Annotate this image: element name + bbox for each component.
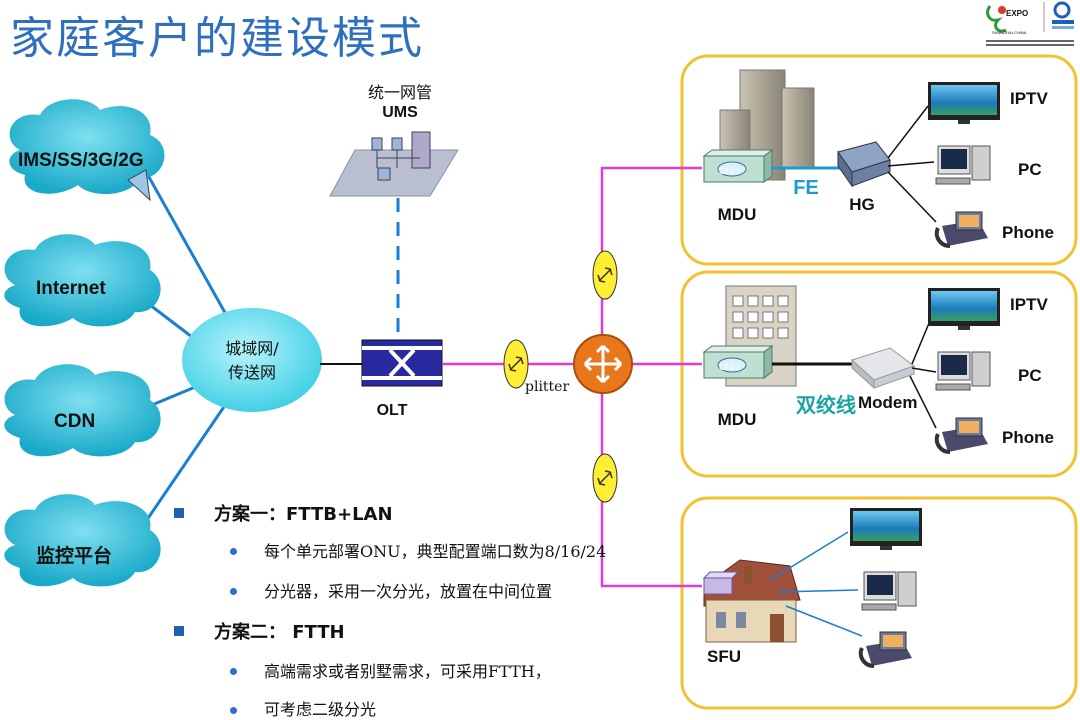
- splitter-label: plitter: [525, 379, 569, 395]
- cloud-label-cdn: CDN: [54, 411, 95, 432]
- splitter-icon: [573, 334, 633, 394]
- cloud-label-monitor: 监控平台: [36, 544, 112, 567]
- phone-label: Phone: [1002, 428, 1054, 447]
- plan-heading: 方案一：FTTB+LAN: [214, 504, 393, 525]
- pc-label: PC: [1018, 366, 1042, 385]
- sfu-label: SFU: [707, 647, 741, 666]
- iptv-label: IPTV: [1010, 295, 1048, 314]
- phone-label: Phone: [1002, 223, 1054, 242]
- modem-icon: [851, 347, 916, 390]
- tv-icon: [850, 508, 922, 550]
- bullet-dot-icon: [230, 668, 237, 675]
- fiber-marker-icon: [503, 339, 529, 389]
- fiber-marker-icon: [592, 250, 618, 300]
- bullet-dot-icon: [230, 548, 237, 555]
- twisted-pair-label: 双绞线: [796, 393, 856, 417]
- plan-item: 每个单元部署ONU，典型配置端口数为8/16/24: [264, 542, 607, 561]
- plan-item: 分光器，采用一次分光，放置在中间位置: [264, 582, 553, 601]
- cloud-label-ims: IMS/SS/3G/2G: [18, 150, 144, 171]
- plan-item: 可考虑二级分光: [264, 700, 377, 719]
- bullet-square-icon: [174, 508, 184, 518]
- ums-label-2: UMS: [382, 104, 418, 121]
- metro-network: 城域网/ 传送网: [182, 308, 322, 412]
- fiber-marker-icon: [592, 453, 618, 503]
- bullet-square-icon: [174, 626, 184, 636]
- home-gateway-icon: [837, 141, 891, 188]
- fiber-links: [442, 166, 702, 588]
- cloud-internet: Internet: [4, 234, 161, 327]
- onu-label: ONU: [719, 362, 739, 372]
- page-title: 家庭客户的建设模式: [10, 13, 424, 64]
- ums-label-1: 统一网管: [368, 83, 432, 102]
- bullet-dot-icon: [230, 707, 237, 714]
- modem-label: Modem: [858, 393, 918, 412]
- mdu-label: MDU: [718, 205, 757, 224]
- onu-device-icon: [702, 571, 740, 595]
- expo-logo: EXPO SHANGHAI CHINA: [982, 0, 1078, 50]
- pc-label: PC: [1018, 160, 1042, 179]
- sfu-links: [769, 531, 863, 637]
- cloud-monitor: 监控平台: [4, 494, 161, 587]
- metro-label-2: 传送网: [228, 363, 276, 382]
- tv-icon: [928, 288, 1000, 330]
- olt-label: OLT: [377, 402, 408, 419]
- pc-icon: [935, 351, 991, 391]
- fe-label: FE: [793, 177, 819, 199]
- cloud-label-internet: Internet: [36, 278, 106, 299]
- olt-device-icon: [361, 339, 443, 387]
- hg-label: HG: [849, 195, 875, 214]
- tv-icon: [928, 82, 1000, 124]
- box-ftth: [680, 496, 1078, 710]
- ums-workstation-icon: [329, 131, 459, 197]
- cloud-ims: IMS/SS/3G/2G: [9, 99, 165, 202]
- iptv-label: IPTV: [1010, 89, 1048, 108]
- plan-heading: 方案二： FTTH: [214, 622, 345, 643]
- pc-icon: [935, 145, 991, 185]
- metro-label-1: 城域网/: [225, 339, 279, 358]
- plan-item: 高端需求或者别墅需求，可采用FTTH，: [264, 662, 551, 681]
- building-icon: [719, 69, 815, 181]
- pc-icon: [861, 571, 917, 611]
- hg-links: [887, 105, 937, 223]
- cloud-cdn: CDN: [4, 364, 161, 457]
- logo-text: EXPO: [1006, 9, 1028, 18]
- logo-subtitle: SHANGHAI CHINA: [992, 30, 1027, 35]
- onu-label: ONU: [719, 166, 739, 176]
- mdu-label: MDU: [718, 410, 757, 429]
- bullet-dot-icon: [230, 588, 237, 595]
